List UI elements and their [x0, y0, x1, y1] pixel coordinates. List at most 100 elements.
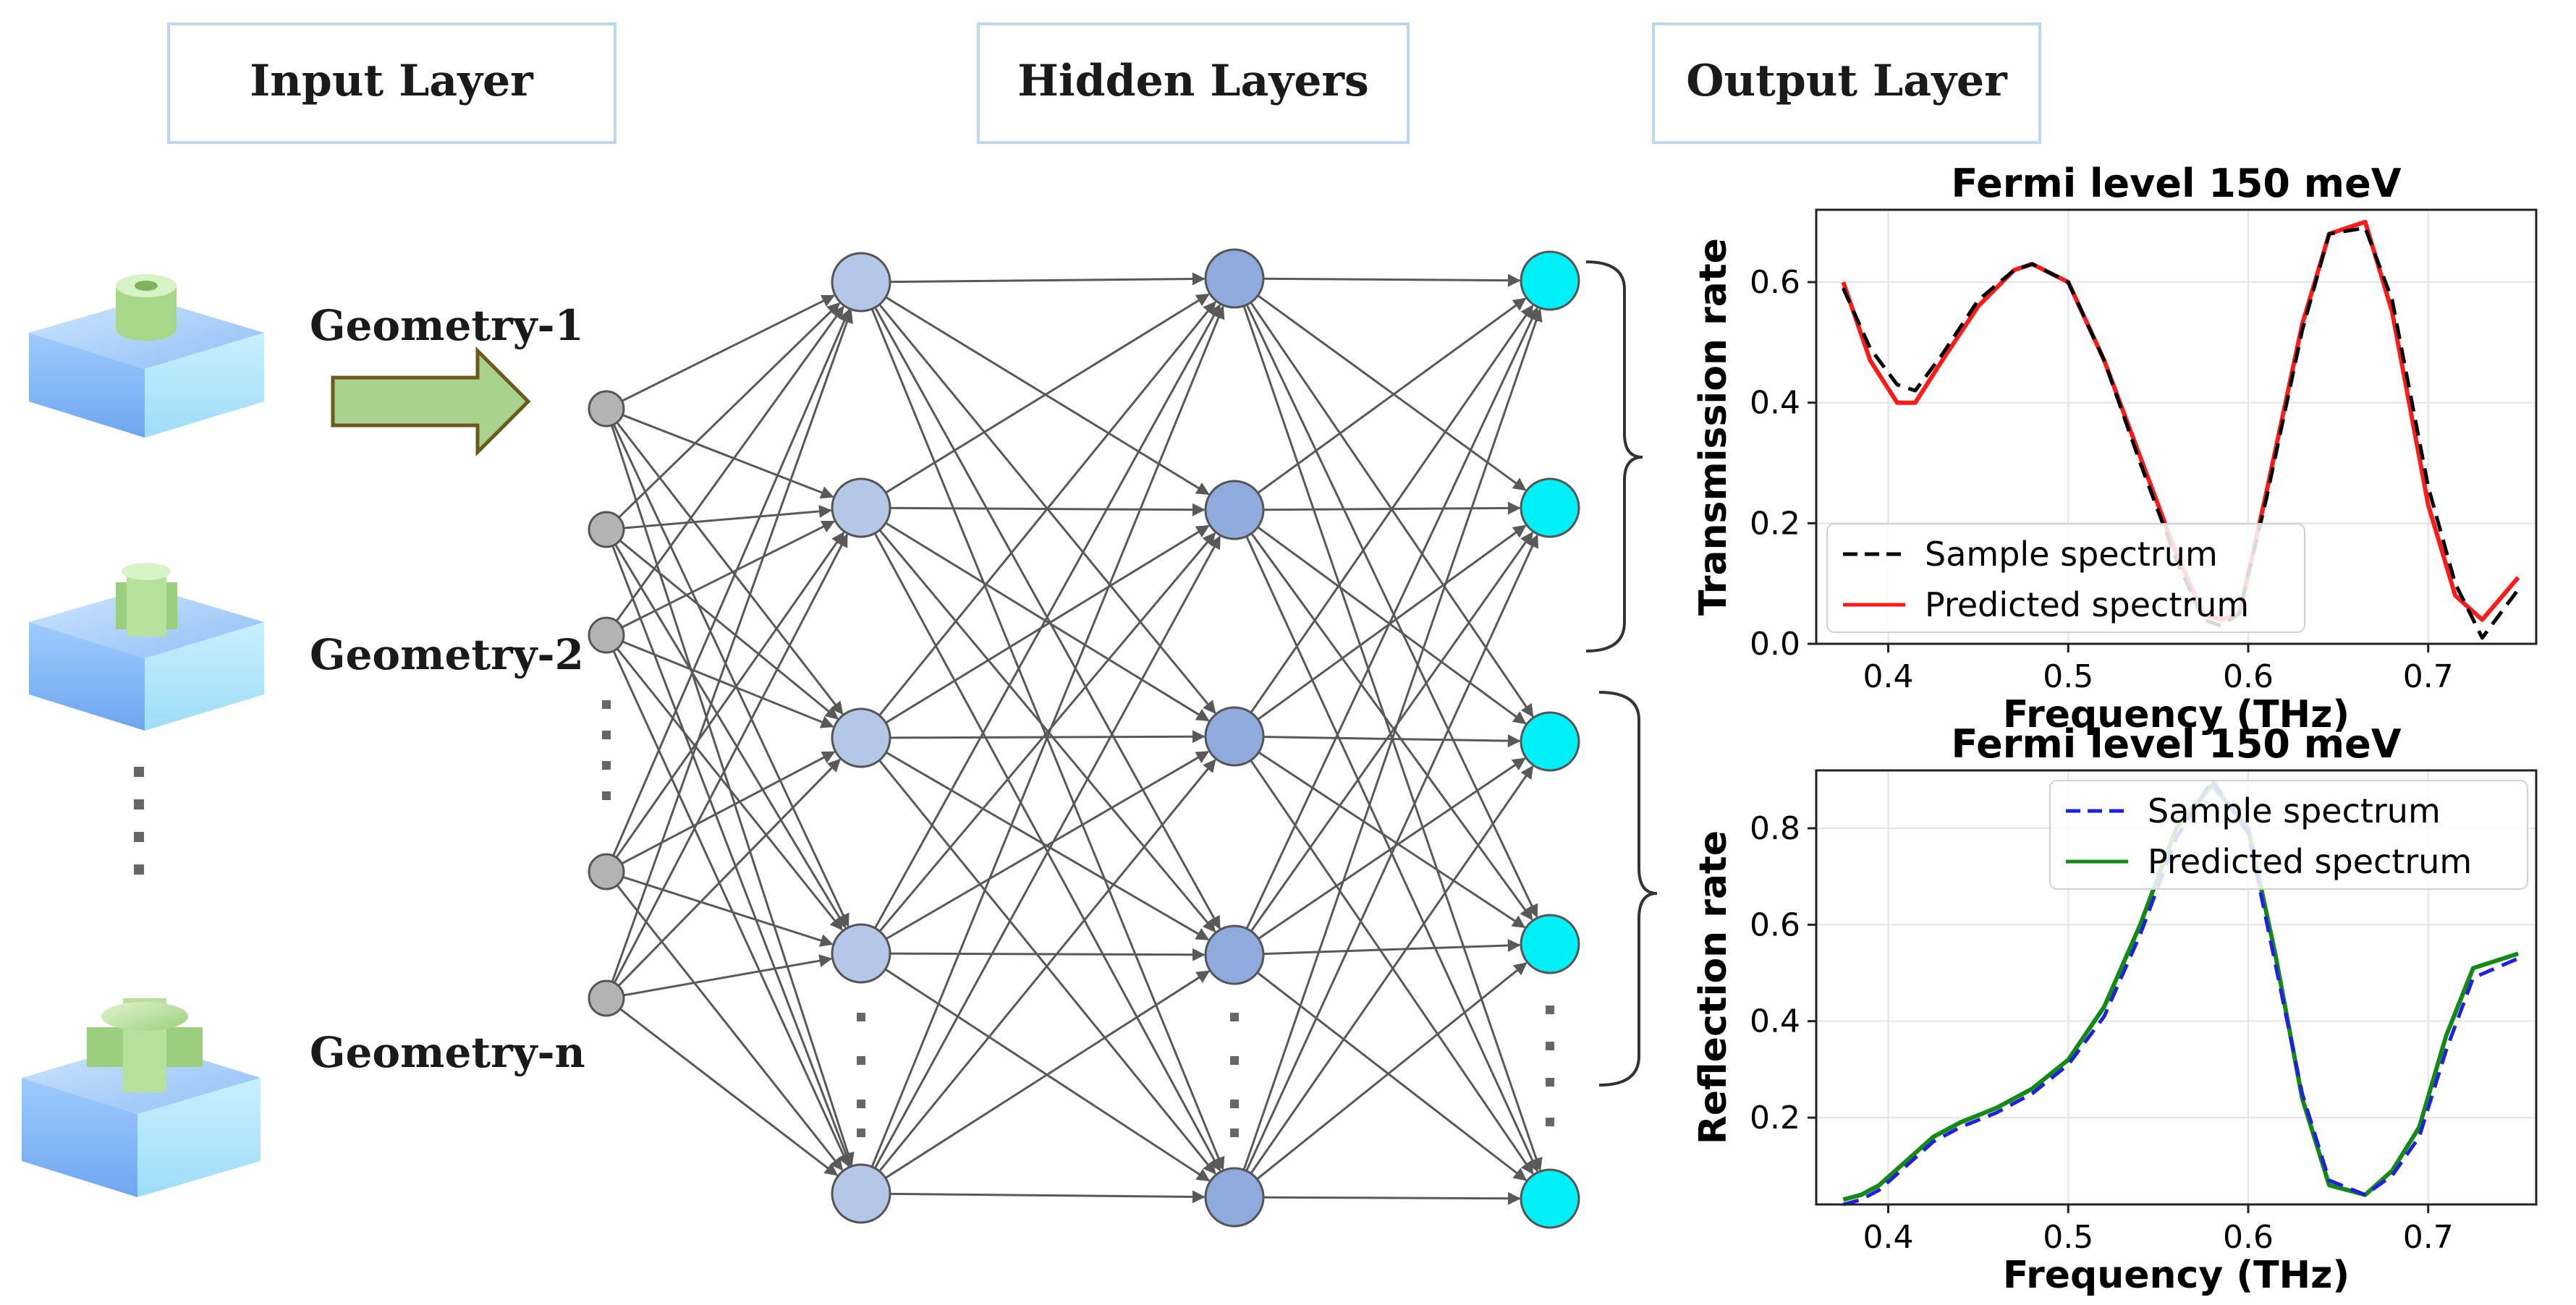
hidden-2-ellipsis	[1230, 1013, 1239, 1137]
network-edge	[619, 540, 839, 720]
geometry-2-illustration	[29, 563, 264, 731]
network-edge	[884, 970, 1211, 1179]
input-node	[588, 511, 625, 548]
network-edge	[611, 309, 853, 982]
hidden-2-node	[1204, 1167, 1265, 1228]
header-hidden-label: Hidden Layers	[1017, 56, 1369, 106]
x-axis-label: Frequency (THz)	[2003, 693, 2350, 736]
network-edge	[1257, 524, 1527, 720]
network-edge	[885, 524, 1210, 724]
reflection-brace	[1598, 691, 1658, 1087]
x-tick-label: 0.4	[1863, 658, 1914, 695]
network-edge	[1257, 526, 1527, 725]
hidden-1-node	[831, 707, 891, 768]
network-edge	[873, 535, 1221, 1169]
network-edges	[610, 272, 1543, 1205]
legend-label: Sample spectrum	[1925, 535, 2218, 574]
y-tick-label: 0.6	[1750, 264, 1800, 301]
network-edge	[889, 272, 1206, 286]
header-output-layer: Output Layer	[1652, 22, 2041, 144]
network-edge	[1250, 305, 1534, 713]
network-edge	[616, 884, 844, 1171]
network-edge	[617, 758, 841, 987]
network-edge	[1256, 962, 1528, 1181]
network-edge	[610, 425, 855, 1166]
network-edge	[870, 305, 1225, 1168]
input-node	[588, 853, 625, 890]
network-edge	[885, 293, 1210, 494]
network-edge	[1263, 939, 1521, 956]
header-input-label: Input Layer	[250, 56, 534, 106]
network-edge	[612, 650, 850, 1168]
network-edge	[1250, 765, 1534, 1174]
network-edge	[1256, 972, 1528, 1181]
network-edge	[613, 533, 848, 984]
hidden-1-ellipsis	[857, 1013, 865, 1137]
legend-label: Sample spectrum	[2148, 791, 2441, 830]
network-edge	[622, 875, 834, 947]
output-node	[1520, 477, 1580, 538]
geometry-1-label: Geometry-1	[310, 301, 584, 350]
network-edge	[611, 545, 852, 1167]
network-edge	[612, 424, 850, 927]
geometry-n-illustration	[22, 998, 260, 1197]
network-edge	[623, 504, 832, 530]
network-edge	[1257, 294, 1527, 491]
y-tick-label: 0.4	[1750, 385, 1800, 422]
network-edge	[885, 296, 1210, 496]
geometry-2-label: Geometry-2	[310, 630, 584, 679]
network-edge	[1263, 1191, 1521, 1205]
network-nodes	[588, 248, 1580, 1229]
network-edge	[615, 531, 845, 859]
geometry-1-illustration	[29, 274, 264, 438]
header-output-label: Output Layer	[1686, 56, 2008, 106]
network-edge	[878, 759, 1216, 1172]
network-edge	[878, 301, 1216, 716]
input-node	[588, 979, 625, 1017]
plot-frame	[1815, 769, 2538, 1206]
y-tick-label: 0.4	[1750, 1003, 1800, 1040]
network-edge	[623, 954, 833, 997]
geometry-n-label: Geometry-n	[310, 1028, 585, 1077]
network-edge	[885, 750, 1210, 940]
network-edge	[889, 948, 1206, 961]
network-edge	[878, 532, 1216, 932]
input-node	[588, 390, 625, 428]
y-axis-label: Transmission rate	[1692, 238, 1735, 616]
header-input-layer: Input Layer	[167, 22, 617, 144]
hidden-1-node	[831, 477, 891, 538]
network-edge	[874, 304, 1221, 929]
network-edge	[885, 522, 1210, 722]
x-tick-label: 0.6	[2223, 658, 2274, 695]
network-edge	[1258, 757, 1526, 940]
network-edge	[622, 414, 834, 499]
network-edge	[621, 520, 836, 629]
hidden-2-node	[1204, 248, 1265, 309]
network-edge	[614, 543, 847, 929]
legend-label: Predicted spectrum	[2148, 842, 2472, 881]
y-axis-label: Reflection rate	[1692, 830, 1735, 1144]
input-node	[588, 616, 625, 654]
output-node	[1520, 250, 1580, 311]
chart-title: Fermi level 150 meV	[1951, 721, 2401, 767]
y-tick-label: 0.6	[1750, 906, 1800, 943]
output-node	[1520, 914, 1580, 974]
network-edge	[1258, 751, 1526, 929]
x-tick-label: 0.5	[2043, 658, 2093, 695]
network-edge	[618, 302, 841, 519]
legend-box	[2049, 780, 2528, 890]
network-edge	[1250, 531, 1534, 932]
plot-frame	[1815, 208, 2538, 645]
network-edge	[616, 647, 843, 931]
header-hidden-layers: Hidden Layers	[977, 22, 1410, 144]
network-edge	[1263, 273, 1521, 287]
y-tick-label: 0.8	[1750, 810, 1800, 847]
hidden-1-node	[831, 252, 891, 313]
y-tick-label: 0.2	[1750, 1100, 1800, 1136]
legend-label: Predicted spectrum	[1925, 585, 2249, 624]
network-edge	[1242, 308, 1543, 1170]
